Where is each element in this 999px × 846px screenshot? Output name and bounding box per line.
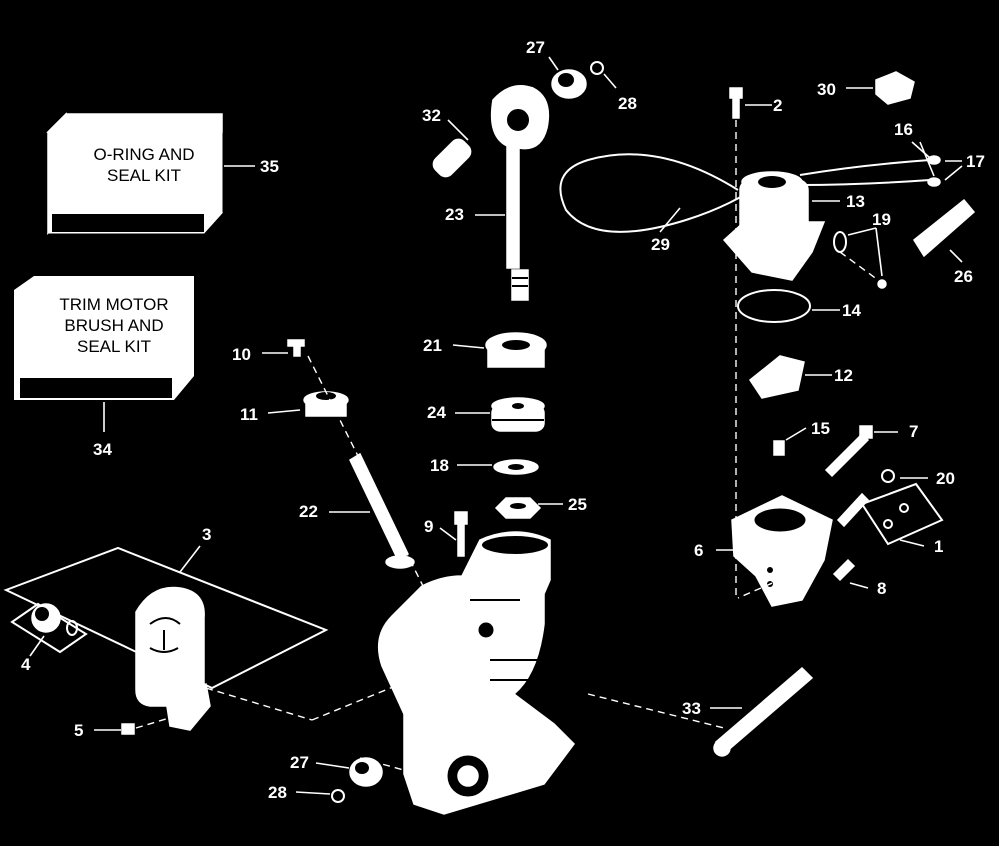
part-9-valve: [454, 511, 468, 557]
part-33-pin: [713, 666, 814, 757]
callout-10: 10: [232, 345, 251, 364]
part-27-bushing-bottom: [349, 757, 383, 787]
part-12-filter: [748, 355, 805, 399]
callout-34: 34: [93, 440, 112, 459]
part-10-screw: [287, 339, 305, 357]
part-28-ring-bottom: [331, 789, 345, 803]
callout-27-top: 27: [526, 38, 545, 57]
kit-34-label: TRIM MOTOR BRUSH AND SEAL KIT: [59, 295, 169, 356]
part-2-screw: [729, 87, 743, 119]
part-32-pin: [432, 138, 472, 178]
callout-22: 22: [299, 502, 318, 521]
callout-3: 3: [202, 525, 212, 544]
part-3-cover: [3, 546, 329, 731]
part-6-pump: [731, 495, 833, 607]
callout-16: 16: [894, 120, 913, 139]
callout-35: 35: [260, 157, 279, 176]
callout-13: 13: [846, 192, 865, 211]
part-30-connector: [875, 71, 915, 105]
callout-28-top: 28: [618, 94, 637, 113]
part-1-gasket: [836, 482, 944, 546]
part-5-screw: [121, 723, 135, 735]
main-tilt-cylinder-housing: [377, 531, 575, 815]
callout-1: 1: [934, 537, 944, 556]
callout-24: 24: [427, 403, 446, 422]
callout-14: 14: [842, 301, 861, 320]
part-28-ring-top: [590, 61, 604, 75]
part-14-o-ring: [737, 289, 811, 323]
kit-box-34: [14, 276, 194, 400]
callout-15: 15: [811, 419, 830, 438]
part-15-screw: [773, 440, 785, 456]
part-7-bolt: [824, 425, 873, 478]
callout-19: 19: [872, 210, 891, 229]
callout-4: 4: [21, 655, 31, 674]
callout-26: 26: [954, 267, 973, 286]
part-26-sleeve: [913, 198, 976, 258]
callout-32: 32: [422, 106, 441, 125]
part-29-wiring: [559, 153, 931, 233]
callout-29: 29: [651, 235, 670, 254]
callout-7: 7: [909, 422, 919, 441]
part-22-tube: [349, 452, 415, 569]
callout-6: 6: [694, 541, 704, 560]
part-16-17-terminals: [927, 155, 941, 187]
callout-8: 8: [877, 579, 887, 598]
callout-25: 25: [568, 495, 587, 514]
callout-30: 30: [817, 80, 836, 99]
part-4-bushing: [10, 602, 88, 654]
callout-20: 20: [936, 469, 955, 488]
part-20-o-ring: [881, 469, 895, 483]
part-24-seal: [491, 397, 545, 432]
part-18-washer: [493, 459, 539, 475]
callout-12: 12: [834, 366, 853, 385]
callout-28-bottom: 28: [268, 783, 287, 802]
callout-18: 18: [430, 456, 449, 475]
callout-17: 17: [966, 152, 985, 171]
callout-27-bottom: 27: [290, 753, 309, 772]
kit-box-35: [46, 112, 224, 235]
part-23-ram: [490, 85, 550, 301]
callout-2: 2: [773, 96, 783, 115]
part-13-trim-motor: [722, 171, 826, 281]
part-27-bushing-top: [551, 69, 587, 99]
kit-35-label: O-RING AND SEAL KIT: [93, 145, 195, 185]
callout-33: 33: [682, 699, 701, 718]
part-11-fitting: [303, 391, 349, 417]
part-8-bolt: [832, 558, 856, 582]
callout-5: 5: [74, 721, 84, 740]
callout-9: 9: [424, 517, 434, 536]
part-21-cap: [485, 332, 547, 368]
part-25-nut: [494, 497, 542, 519]
callout-11: 11: [240, 405, 258, 424]
callout-23: 23: [445, 205, 464, 224]
callout-21: 21: [423, 336, 442, 355]
